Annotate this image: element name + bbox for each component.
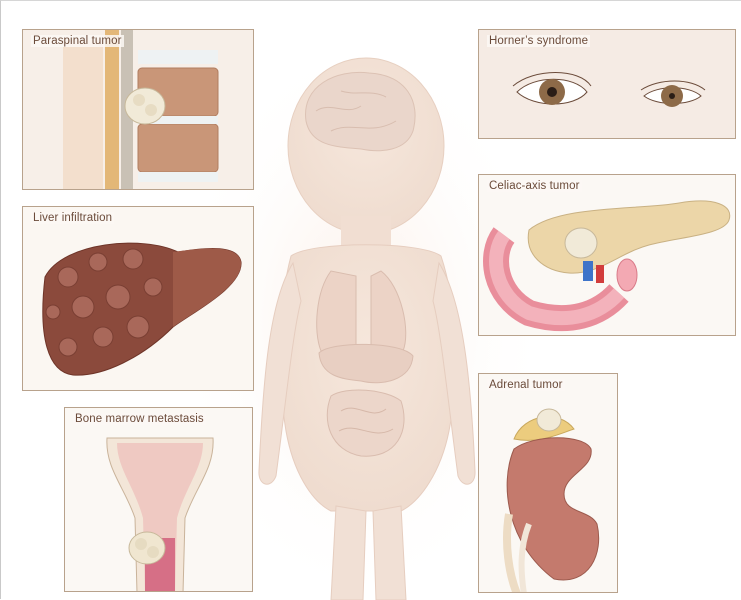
spine-illustration	[23, 30, 254, 190]
paraspinal-tumor-panel: Paraspinal tumor	[22, 29, 254, 190]
kidney-illustration	[479, 374, 618, 593]
horners-syndrome-label: Horner’s syndrome	[487, 35, 590, 47]
paraspinal-tumor-label: Paraspinal tumor	[31, 35, 124, 47]
bone-marrow-metastasis-label: Bone marrow metastasis	[73, 413, 206, 425]
horners-syndrome-panel: Horner’s syndrome	[478, 29, 736, 139]
celiac-axis-tumor-panel: Celiac-axis tumor	[478, 174, 736, 336]
pancreas-illustration	[479, 175, 736, 336]
liver-infiltration-panel: Liver infiltration	[22, 206, 254, 391]
liver-infiltration-label: Liver infiltration	[31, 212, 114, 224]
bone-marrow-metastasis-panel: Bone marrow metastasis	[64, 407, 253, 592]
bone-illustration	[65, 408, 253, 592]
adrenal-tumor-label: Adrenal tumor	[487, 379, 565, 391]
liver-illustration	[23, 207, 254, 391]
celiac-axis-tumor-label: Celiac-axis tumor	[487, 180, 582, 192]
adrenal-tumor-panel: Adrenal tumor	[478, 373, 618, 593]
